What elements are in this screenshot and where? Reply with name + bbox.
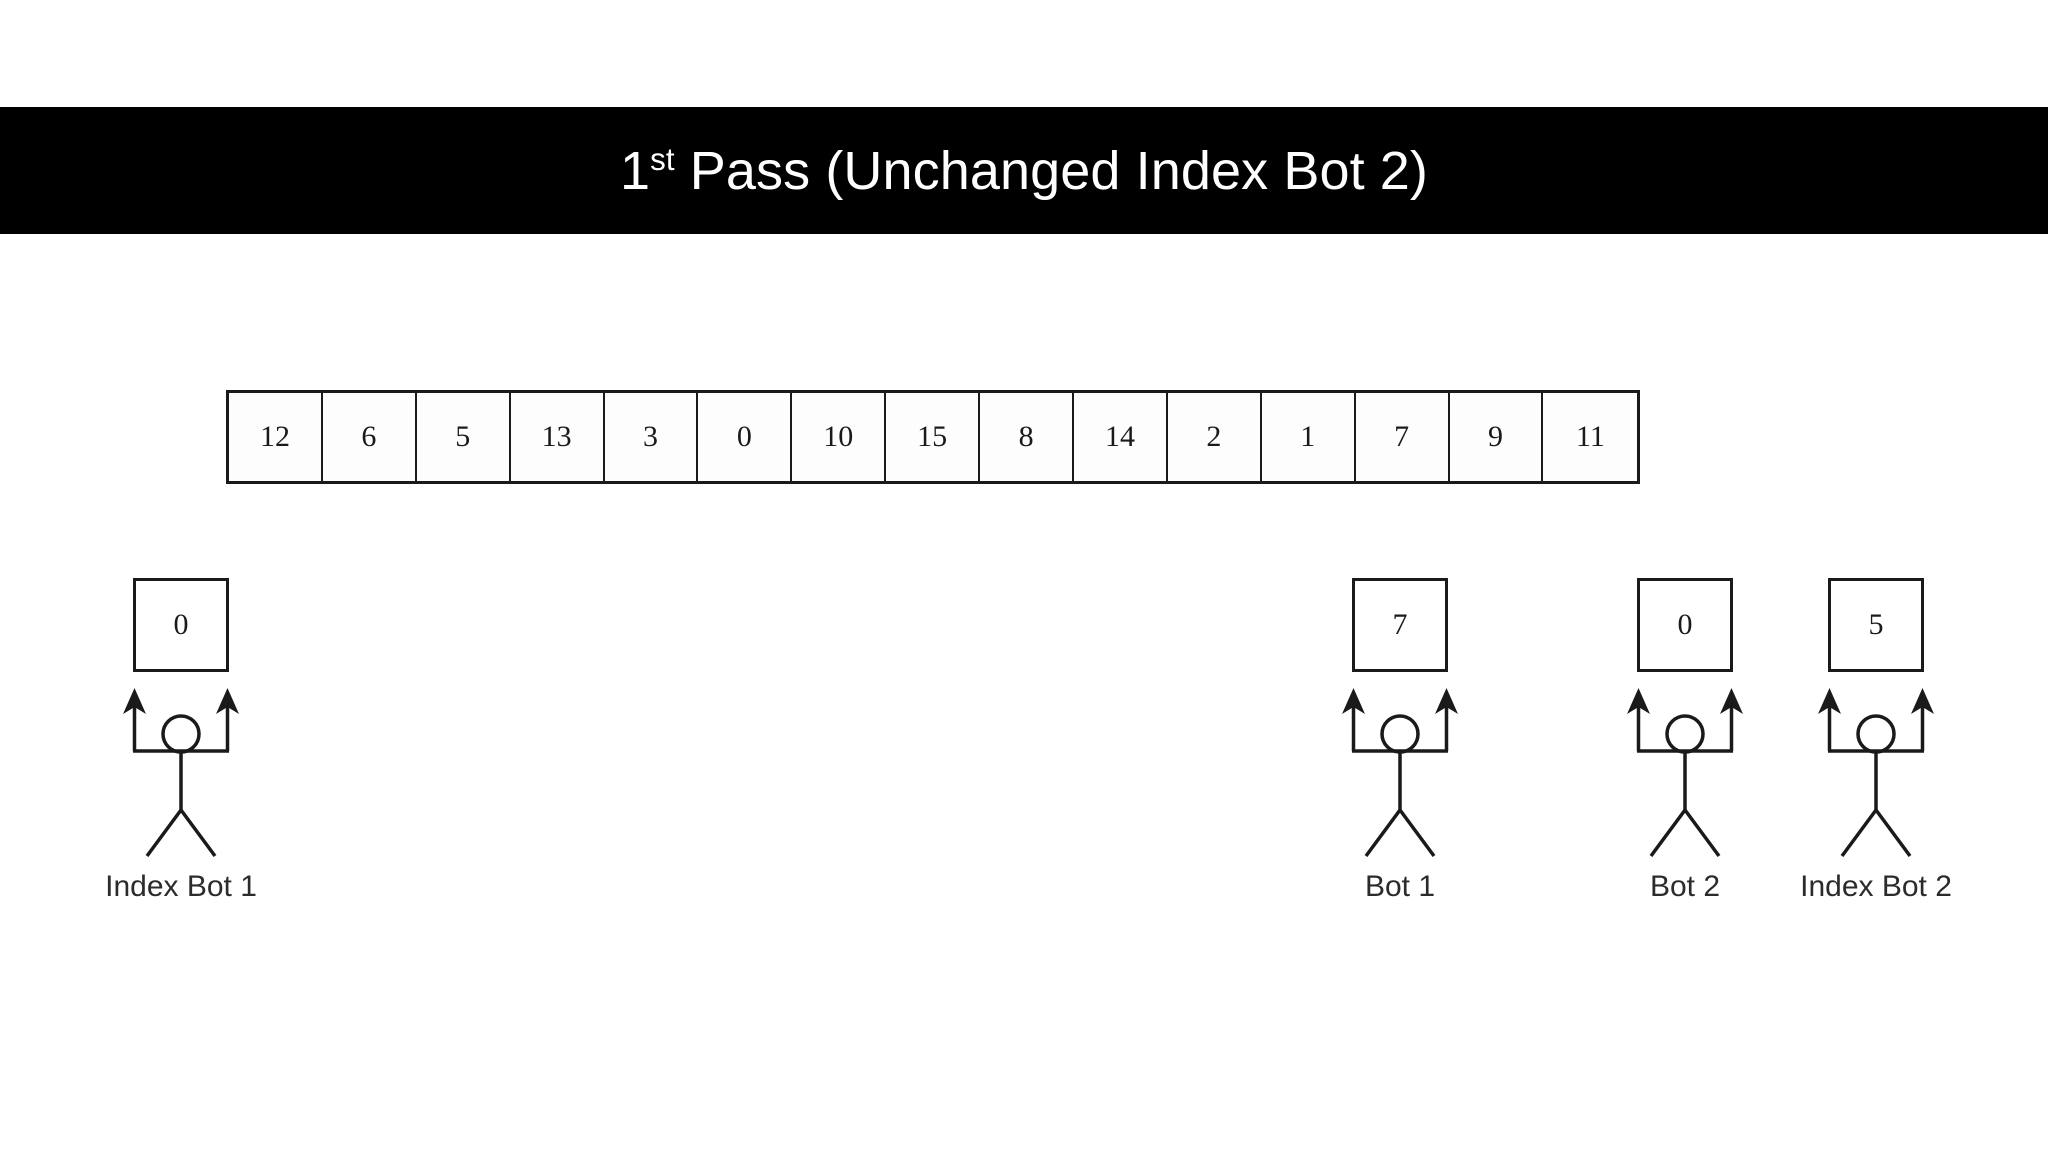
- array-cell: 9: [1449, 393, 1544, 481]
- head-circle: [1665, 714, 1705, 754]
- array-cell: 6: [322, 393, 417, 481]
- bot-value-box: 5: [1828, 578, 1924, 672]
- title-prefix: 1: [619, 140, 651, 201]
- bot-value-box: 0: [1637, 578, 1733, 672]
- array-cell: 7: [1355, 393, 1450, 481]
- right-arrow-icon: [1720, 688, 1743, 714]
- array-cell: 15: [886, 393, 981, 481]
- left-leg-line: [1649, 808, 1687, 858]
- array-cell: 5: [416, 393, 511, 481]
- left-arrow-icon: [1627, 688, 1650, 714]
- right-arrow-icon: [216, 688, 239, 714]
- array-cell: 1: [1261, 393, 1356, 481]
- title-rest: Pass (Unchanged Index Bot 2): [674, 140, 1429, 201]
- bot-label: Bot 1: [1364, 870, 1436, 903]
- bot-label: Index Bot 2: [1800, 870, 1952, 903]
- bot-figure: [1575, 688, 1795, 888]
- stick-figure-icon: [1818, 688, 1934, 858]
- bot-value-box: 7: [1352, 578, 1448, 672]
- bot-figure: [1290, 688, 1510, 888]
- array-cell: 11: [1543, 393, 1638, 481]
- stick-figure-icon: [1342, 688, 1458, 858]
- array-cell: 0: [698, 393, 793, 481]
- array-cell: 10: [792, 393, 887, 481]
- right-arrow-icon: [1435, 688, 1458, 714]
- left-leg-line: [1840, 808, 1878, 858]
- left-arrow-icon: [123, 688, 146, 714]
- bot-label: Index Bot 1: [105, 870, 257, 903]
- right-leg-line: [1874, 808, 1912, 858]
- bot-value-box: 0: [133, 578, 229, 672]
- bot-label: Bot 2: [1649, 870, 1721, 903]
- bot-figure: [71, 688, 291, 888]
- head-circle: [1856, 714, 1896, 754]
- array-cell: 13: [510, 393, 605, 481]
- right-arrow-icon: [1911, 688, 1934, 714]
- array-cell: 8: [980, 393, 1075, 481]
- left-arrow-icon: [1342, 688, 1365, 714]
- title-superscript: st: [650, 141, 675, 177]
- right-leg-line: [179, 808, 217, 858]
- array-cell: 12: [229, 393, 323, 481]
- right-leg-line: [1398, 808, 1436, 858]
- page-title: 1st Pass (Unchanged Index Bot 2): [619, 140, 1429, 201]
- bot-figure: [1766, 688, 1986, 888]
- head-circle: [161, 714, 201, 754]
- left-leg-line: [1364, 808, 1402, 858]
- left-arrow-icon: [1818, 688, 1841, 714]
- array-cell: 14: [1074, 393, 1168, 481]
- array-cell: 2: [1167, 393, 1262, 481]
- stick-figure-icon: [1627, 688, 1743, 858]
- array-cell: 3: [604, 393, 699, 481]
- head-circle: [1380, 714, 1420, 754]
- left-leg-line: [145, 808, 183, 858]
- stick-figure-icon: [123, 688, 239, 858]
- title-banner: 1st Pass (Unchanged Index Bot 2): [0, 107, 2048, 234]
- right-leg-line: [1683, 808, 1721, 858]
